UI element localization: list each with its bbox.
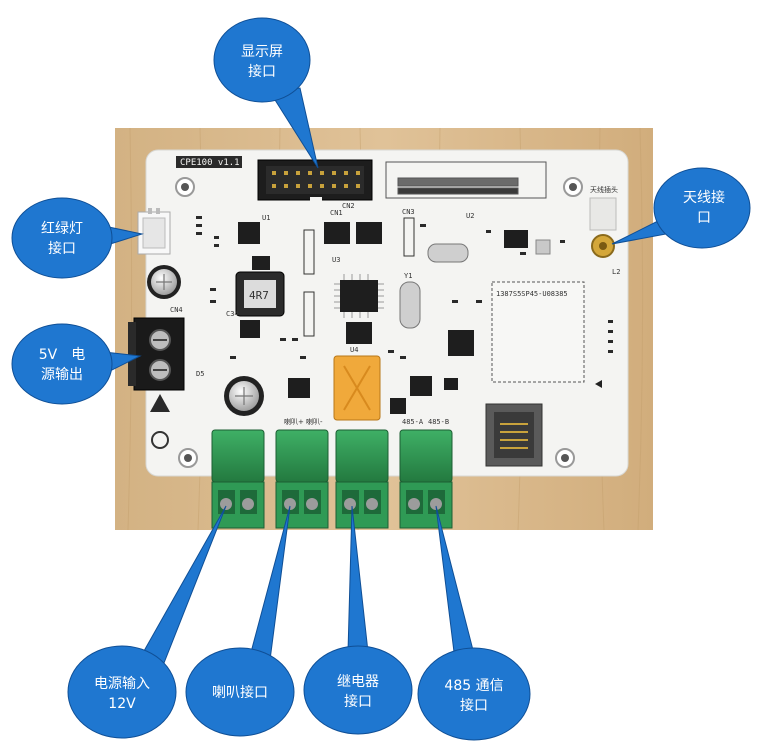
pin-headers — [303, 217, 415, 337]
board-title: CPE100 v1.1 — [180, 158, 240, 168]
callout-display: 显示屏 接口 — [213, 17, 319, 169]
callout-antenna-line-2: 口 — [697, 210, 711, 226]
callout-rg-light-line-1: 红绿灯 — [41, 221, 83, 237]
silkscreen-labels: CN1 CN2 CN3 CN4 U1 U2 U3 U4 Y1 C34 D5 L2 — [170, 202, 620, 378]
terminal-rs485 — [399, 429, 453, 529]
passive-components — [196, 216, 613, 359]
svg-text:喇叭-: 喇叭- — [306, 417, 323, 426]
callout-relay-line-2: 接口 — [344, 693, 372, 710]
callout-relay-line-1: 继电器 — [337, 674, 379, 690]
top-slot-outline — [385, 161, 547, 199]
sim-card-holder — [485, 403, 543, 467]
callout-rs485: 485 通信 接口 — [417, 505, 531, 741]
svg-text:C34: C34 — [226, 310, 239, 318]
callout-relay: 继电器 接口 — [303, 505, 413, 735]
mounting-holes — [175, 177, 583, 468]
capacitor-top — [147, 265, 181, 299]
callout-power-in-line-2: 12V — [108, 696, 136, 712]
svg-text:U4: U4 — [350, 346, 358, 354]
crystals — [399, 239, 551, 329]
ic-chips — [238, 222, 528, 414]
callout-antenna-line-1: 天线接 — [683, 189, 725, 206]
callouts: 显示屏 接口 天线接 口 红绿灯 接口 5V 电 源输出 电源输 — [11, 17, 751, 741]
callout-5v-out-line-2: 源输出 — [41, 367, 83, 383]
callout-power-in: 电源输入 12V — [67, 505, 227, 739]
module-label: 1387S5SP45-U08385 — [496, 290, 568, 298]
callout-display-line-2: 接口 — [248, 63, 276, 80]
inductor: 4R7 — [235, 256, 285, 317]
terminal-speaker — [275, 429, 329, 529]
svg-text:CN2: CN2 — [342, 202, 355, 210]
callout-5v-out-line-1: 5V 电 — [39, 347, 85, 363]
svg-text:U2: U2 — [466, 212, 474, 220]
ic-pins — [334, 274, 384, 318]
callout-speaker: 喇叭接口 — [185, 505, 295, 737]
callout-5v-out: 5V 电 源输出 — [11, 323, 142, 405]
5v-output-terminal — [128, 317, 185, 391]
wireless-module: 1387S5SP45-U08385 — [491, 281, 602, 388]
svg-text:L2: L2 — [612, 268, 620, 276]
svg-text:485-B: 485-B — [428, 418, 449, 426]
capacitor-bottom — [224, 376, 264, 416]
antenna-connector: 天线插头 — [589, 185, 618, 258]
svg-text:D5: D5 — [196, 370, 204, 378]
callout-rs485-line-2: 接口 — [460, 697, 488, 714]
svg-text:CN4: CN4 — [170, 306, 183, 314]
svg-text:U3: U3 — [332, 256, 340, 264]
callout-rs485-line-1: 485 通信 — [444, 678, 503, 694]
svg-text:485-A: 485-A — [402, 418, 424, 426]
callout-rg-light-line-2: 接口 — [48, 240, 76, 257]
antenna-head-label: 天线插头 — [590, 185, 618, 194]
rg-light-connector — [137, 208, 171, 255]
callout-power-in-line-1: 电源输入 — [94, 676, 150, 692]
terminal-relay — [335, 429, 389, 529]
svg-text:Y1: Y1 — [404, 272, 412, 280]
svg-text:U1: U1 — [262, 214, 270, 222]
callout-speaker-line-1: 喇叭接口 — [212, 684, 268, 701]
terminal-power-in — [211, 429, 265, 529]
svg-text:喇叭+: 喇叭+ — [284, 417, 304, 426]
callout-rg-light: 红绿灯 接口 — [11, 197, 144, 279]
svg-text:CN1: CN1 — [330, 209, 343, 217]
svg-text:CN3: CN3 — [402, 208, 415, 216]
callout-display-line-1: 显示屏 — [241, 44, 283, 60]
green-terminal-blocks — [211, 429, 453, 529]
inductor-label: 4R7 — [249, 289, 269, 302]
terminal-silk-labels: 喇叭+ 喇叭- 485-A 485-B — [284, 417, 449, 426]
callout-antenna: 天线接 口 — [611, 167, 751, 249]
display-header-connector — [257, 159, 373, 201]
relay — [333, 355, 381, 421]
board-logos — [150, 394, 170, 449]
